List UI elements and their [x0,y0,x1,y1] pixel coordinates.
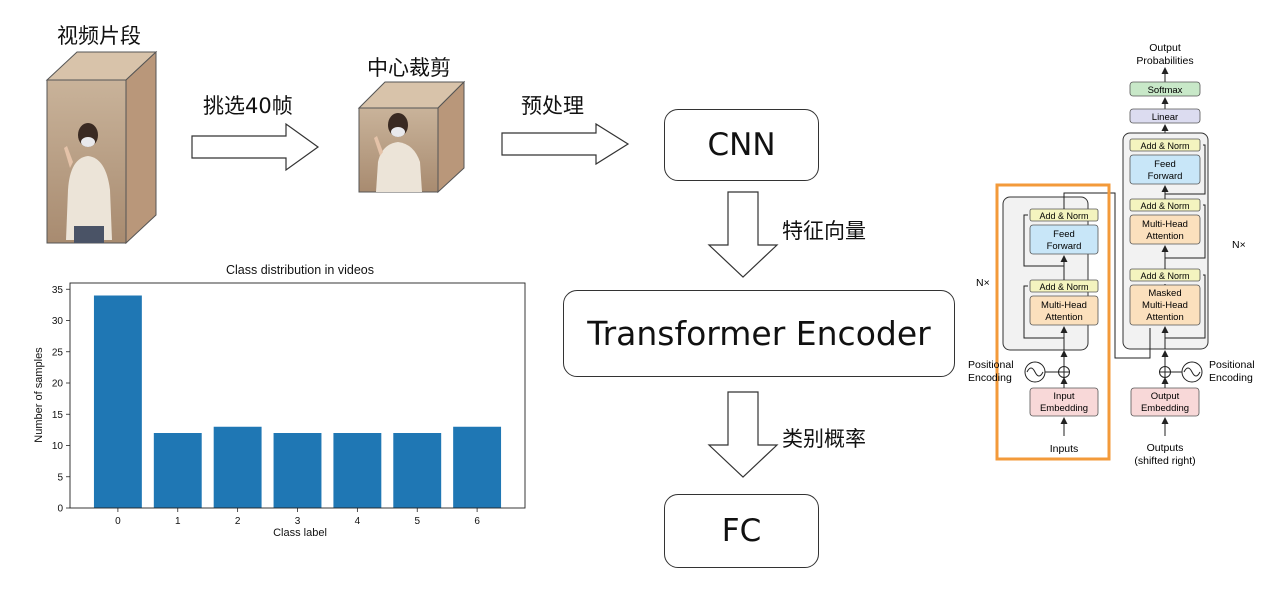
preprocess-label: 预处理 [521,94,584,118]
x-tick-label: 4 [355,516,361,527]
encoder-encoding-label: Encoding [968,372,1012,384]
encoder-feed-forward-label-2: Forward [1047,241,1082,252]
encoder-positional-label: Positional [968,359,1014,371]
x-tick-label: 0 [115,516,121,527]
output-probabilities-label: Output [1149,42,1181,54]
encoder-add-norm-1-label: Add & Norm [1039,282,1088,292]
transformer-encoder-box: Transformer Encoder [563,290,955,377]
x-tick-label: 6 [474,516,480,527]
masked-label: Masked [1148,288,1181,299]
transformer-architecture-diagram: Output Probabilities Softmax Linear Add … [968,42,1255,467]
feature-vector-arrow [707,191,779,278]
linear-label: Linear [1152,112,1178,123]
decoder-feed-forward [1129,154,1201,185]
input-embedding-label-2: Embedding [1040,403,1088,414]
select-frames-label: 挑选40帧 [203,94,293,118]
decoder-add-norm-3 [1129,138,1201,152]
encoder-nx-label: N× [976,277,990,289]
decoder-encoding-label: Encoding [1209,372,1253,384]
outputs-shifted-label: (shifted right) [1134,455,1195,467]
decoder-mha-label: Multi-Head [1142,219,1188,230]
masked-label-3: Attention [1146,312,1184,323]
y-tick-label: 0 [57,504,63,515]
decoder-feed-forward-label: Feed [1154,159,1176,170]
y-tick-label: 15 [52,410,64,421]
chart-x-axis-label: Class label [273,527,327,539]
class-distribution-chart: Class distribution in videos Class label… [33,263,526,539]
y-tick-label: 20 [52,379,64,390]
chart-title: Class distribution in videos [226,263,374,277]
inputs-label: Inputs [1050,443,1079,455]
feature-vector-label: 特征向量 [782,219,866,243]
x-tick-label: 1 [175,516,181,527]
person-figure-cropped [374,113,422,192]
encoder-highlight-box [995,183,1111,461]
decoder-add-norm-3-label: Add & Norm [1140,141,1189,151]
decoder-positional-label: Positional [1209,359,1255,371]
softmax-label: Softmax [1148,85,1183,96]
output-probabilities-label-2: Probabilities [1136,55,1193,67]
bar-class-3 [273,433,322,508]
y-tick-label: 25 [52,347,64,358]
bar-class-5 [393,433,442,508]
video-clip-cube [45,50,158,245]
decoder-add-norm-1-label: Add & Norm [1140,271,1189,281]
x-tick-label: 2 [235,516,241,527]
fc-box: FC [664,494,819,568]
output-embedding-label-2: Embedding [1141,403,1189,414]
chart-y-axis-label: Number of samples [33,347,45,443]
outputs-label: Outputs [1147,442,1184,454]
chart-plot-frame [69,282,526,509]
encoder-multi-head-attention [1029,295,1099,326]
encoder-add-norm-2-label: Add & Norm [1039,211,1088,221]
bar-class-4 [333,433,382,508]
x-tick-label: 5 [414,516,420,527]
y-tick-label: 35 [52,285,64,296]
decoder-add-norm-2-label: Add & Norm [1140,201,1189,211]
input-embedding-label: Input [1053,391,1074,402]
video-clip-label: 视频片段 [57,24,141,48]
center-crop-label: 中心裁剪 [367,56,451,80]
decoder-nx-label: N× [1232,239,1246,251]
x-tick-label: 3 [295,516,301,527]
masked-label-2: Multi-Head [1142,300,1188,311]
bar-class-2 [213,426,262,508]
encoder-mha-label-2: Attention [1045,312,1083,323]
center-crop-cube [357,80,466,194]
cnn-box: CNN [664,109,819,181]
decoder-mha-label-2: Attention [1146,231,1184,242]
decoder-feed-forward-label-2: Forward [1148,171,1183,182]
decoder-multi-head-attention [1129,214,1201,245]
y-tick-label: 30 [52,316,64,327]
encoder-mha-label: Multi-Head [1041,300,1087,311]
person-figure [64,123,112,243]
encoder-feed-forward [1029,224,1099,255]
y-tick-label: 10 [52,441,64,452]
encoder-feed-forward-label: Feed [1053,229,1075,240]
bar-class-0 [93,295,142,508]
softmax-block [1129,81,1201,97]
class-prob-label: 类别概率 [782,427,866,451]
class-prob-arrow [707,391,779,478]
y-tick-label: 5 [57,472,63,483]
bar-class-1 [153,433,202,508]
linear-block [1129,108,1201,124]
output-embedding-label: Output [1151,391,1180,402]
preprocess-arrow [501,122,630,166]
bar-class-6 [453,426,502,508]
select-frames-arrow [191,122,320,172]
